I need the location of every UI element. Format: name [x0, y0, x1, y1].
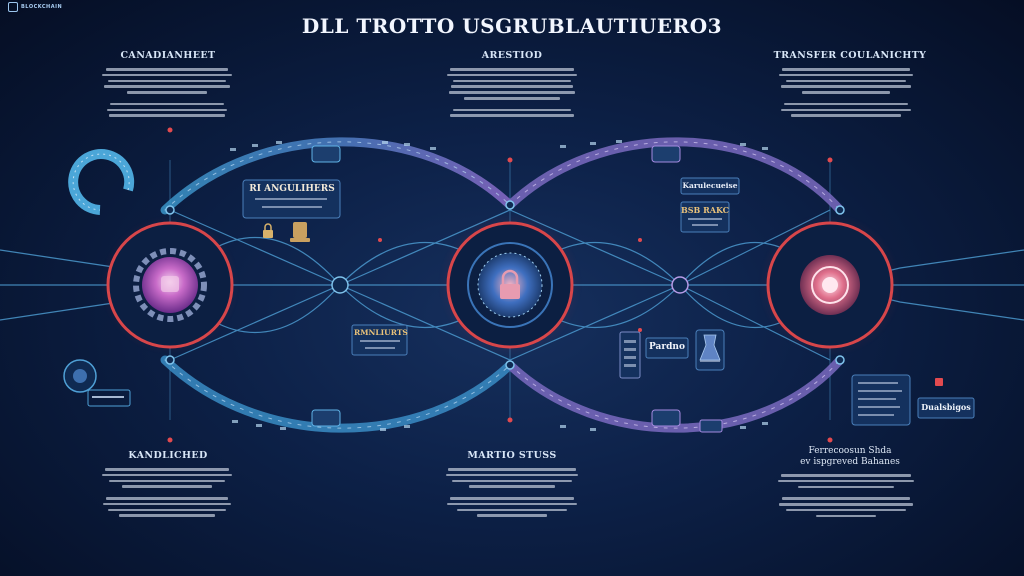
bottom-heading-center: MARTIO STUSS [467, 450, 557, 461]
right-top-tag: Karulecueise [682, 181, 738, 190]
brand-wordmark: BLOCKCHAIN [21, 3, 63, 10]
brand-logo: BLOCKCHAIN [8, 0, 64, 14]
column-heading-left: CANADIANHEET [120, 50, 216, 61]
bottom-body-center [444, 468, 580, 520]
bottom-heading-left: KANDLICHED [128, 450, 208, 461]
middle-left-tag: RMNLIURTS [354, 328, 408, 337]
junction-nodes [165, 200, 845, 370]
tube-couplers [311, 145, 723, 433]
magnet-icon [68, 149, 135, 215]
bottom-body-left [100, 468, 234, 520]
bottom-heading-right: Ferrecoosun Shda ev ispgreved Bahanes [760, 446, 940, 468]
document-icon [63, 359, 131, 407]
column-heading-center: ARESTIOD [481, 50, 543, 61]
target-node-icon [800, 255, 860, 315]
hub-node-right [758, 213, 902, 357]
bottom-heading-right-line2: ev ispgreved Bahanes [800, 457, 900, 467]
column-body-right [776, 68, 916, 120]
far-right-tag: Dualsbigos [921, 402, 971, 412]
hub-node-center [438, 213, 582, 357]
gear-node-icon [133, 248, 207, 322]
bottom-heading-right-line1: Ferrecoosun Shda [808, 446, 892, 456]
arc-tubes [160, 137, 845, 433]
flask-icon [699, 334, 721, 361]
logo-mark-icon [8, 2, 18, 12]
lock-node-icon [477, 252, 543, 318]
bottom-body-right [776, 474, 916, 520]
column-body-left [100, 68, 234, 120]
right-mid-tag: BSB RAKC [681, 205, 730, 215]
center-right-tag: Pardno [649, 342, 685, 352]
padlock-icon [263, 222, 943, 386]
column-heading-right: TRANSFER COULANICHTY [773, 50, 927, 61]
panel-text-lines [255, 198, 902, 416]
hub-node-left [100, 215, 240, 355]
diagram-title: DLL TROTTO USGRUBLAUTIUERO3 [301, 14, 723, 38]
column-body-center [444, 68, 580, 120]
arc-tick-labels [230, 140, 768, 431]
left-panel-title: RI ANGULIHERS [249, 184, 335, 194]
